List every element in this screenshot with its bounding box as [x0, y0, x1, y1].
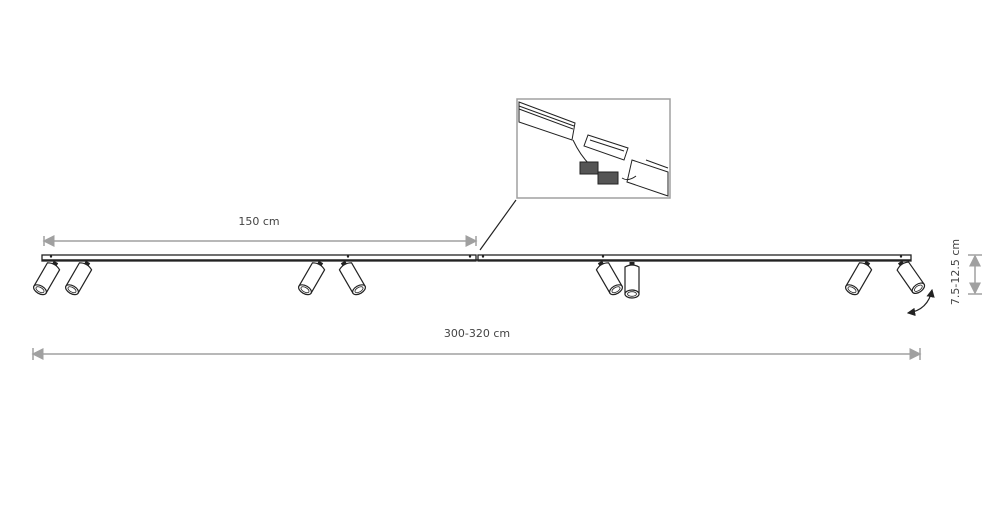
spotlight [33, 260, 61, 296]
rotation-arrow-icon [906, 288, 935, 317]
total-length-label: 300-320 cm [444, 327, 510, 340]
spotlight [65, 260, 93, 296]
height-range-label: 7.5-12.5 cm [949, 239, 962, 305]
segment-length-label: 150 cm [238, 215, 279, 228]
spotlight [845, 260, 873, 296]
connector-detail-inset [516, 98, 671, 199]
spotlight [896, 260, 926, 294]
spotlights [33, 260, 926, 299]
spotlight [338, 260, 366, 296]
height-dimension: 7.5-12.5 cm [949, 239, 982, 305]
spotlight [298, 260, 326, 296]
segment-dimension: 150 cm [42, 215, 478, 247]
spotlight [624, 262, 640, 299]
detail-leader-line [479, 199, 517, 251]
track-rail [41, 254, 912, 262]
total-dimension: 300-320 cm [31, 327, 922, 360]
spotlight [595, 260, 623, 296]
